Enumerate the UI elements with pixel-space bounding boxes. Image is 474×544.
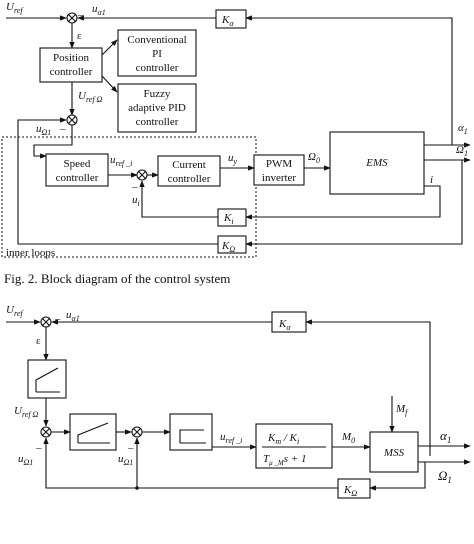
sum-cross-2 — [68, 116, 76, 124]
fuzzy-pid-line-3: controller — [136, 116, 179, 128]
pwm-inverter-line-1: PWM — [266, 158, 293, 170]
ems-label: EMS — [365, 157, 388, 169]
d2-tf-denominator: Tμ _Ms + 1 — [263, 453, 306, 467]
d2-minus-sign-3: _ — [127, 438, 134, 450]
k-omega-label: KΩ — [221, 240, 235, 254]
u-omega1-feedback-arrow — [17, 117, 218, 245]
d2-speed-controller-block — [69, 413, 117, 451]
d2-alpha-feedback-line — [305, 319, 431, 456]
i-feedback-line — [245, 185, 441, 220]
u-y-label: uy — [228, 152, 238, 166]
minus-sign-3: _ — [131, 177, 138, 189]
position-controller-line-2: controller — [50, 66, 93, 78]
current-controller-block — [157, 155, 221, 187]
i-label: i — [430, 174, 433, 186]
d2-current-controller-block — [169, 413, 213, 451]
d2-minus-sign-1: _ — [54, 309, 61, 321]
d2-transfer-function-block — [255, 423, 333, 469]
position-controller-line-1: Position — [53, 52, 90, 64]
d2-omega-feedback-line — [369, 462, 426, 491]
conventional-pi-line-1: Conventional — [127, 34, 186, 46]
d2-mss-label: MSS — [383, 447, 405, 459]
d2-epsilon-label: ε — [36, 335, 41, 347]
d2-mss-block — [369, 431, 419, 473]
d2-speed-feedback-line — [43, 437, 338, 489]
d2-k-alpha-label: Kα — [278, 318, 291, 332]
u-i-feedback-arrow — [139, 180, 218, 218]
d2-alpha1-label: α1 — [440, 428, 451, 445]
u-i-label: ui — [132, 194, 140, 208]
u-omega1-label: uΩ1 — [36, 123, 51, 137]
d2-minus-sign-2: _ — [35, 438, 42, 450]
sum-cross-1 — [68, 14, 76, 22]
minus-sign-2: _ — [59, 119, 66, 131]
k-alpha-label: Kα — [221, 14, 234, 28]
d2-u-ref-i-label: uref _i — [220, 431, 242, 445]
d2-m0-label: M0 — [341, 431, 355, 445]
d2-omega1-label: Ω1 — [438, 468, 452, 485]
omega1-label: Ω1 — [456, 144, 468, 158]
speed-controller-line-2: controller — [56, 172, 99, 184]
conventional-pi-block — [117, 29, 197, 77]
speed-controller-line-1: Speed — [64, 158, 91, 170]
u-ref-omega-label: Uref Ω — [78, 90, 103, 104]
diagram-2: Uref _ uα1 Kα ε Uref Ω _ uΩ1 _ uΩ1 — [6, 304, 471, 499]
current-controller-line-1: Current — [172, 159, 206, 171]
d2-sum-cross-3 — [133, 428, 141, 436]
d2-current-controller-curve — [179, 429, 204, 443]
alpha1-label: α1 — [458, 122, 468, 136]
alpha-feedback-line — [245, 15, 453, 145]
speed-controller-block — [45, 153, 109, 187]
diagram-1: Uref _ uα1 Kα ε Position controller Conv… — [1, 1, 471, 259]
to-speed-controller-arrow — [33, 125, 73, 159]
position-controller-block — [39, 47, 103, 83]
conventional-pi-line-3: controller — [136, 62, 179, 74]
fuzzy-pid-block — [117, 83, 197, 133]
inner-loops-frame — [1, 136, 257, 258]
u-alpha1-label: uα1 — [92, 3, 106, 17]
sum-cross-3 — [138, 171, 146, 179]
d2-position-controller-curve — [35, 367, 59, 392]
omega0-label: Ω0 — [308, 151, 320, 165]
current-controller-line-2: controller — [168, 173, 211, 185]
to-pi-arrow — [101, 39, 118, 56]
pwm-inverter-line-2: inverter — [262, 172, 297, 184]
d2-sum-cross-2 — [42, 428, 50, 436]
u-ref-i-label: uref _i — [110, 154, 132, 168]
d2-u-ref-omega-label: Uref Ω — [14, 405, 39, 419]
fuzzy-pid-line-2: adaptive PID — [128, 102, 186, 114]
d2-tf-numerator: Km / Ki — [267, 432, 299, 446]
inner-loops-label: inner loops — [6, 247, 55, 259]
k-i-label: Ki — [223, 212, 234, 226]
d2-speed-controller-curve — [77, 422, 109, 443]
pwm-inverter-block — [253, 154, 305, 186]
d2-u-omega1-mid-label: uΩ1 — [118, 453, 133, 467]
d2-u-ref-label: Uref — [6, 304, 24, 318]
d2-k-omega-label: KΩ — [343, 484, 357, 498]
figure-caption: Fig. 2. Block diagram of the control sys… — [4, 271, 230, 286]
omega-feedback-line — [245, 160, 463, 247]
fuzzy-pid-line-1: Fuzzy — [144, 88, 171, 100]
d2-u-omega1-left-label: uΩ1 — [18, 453, 33, 467]
u-ref-label: Uref — [6, 1, 24, 15]
d2-sum-cross-1 — [42, 318, 50, 326]
d2-mf-label: Mf — [395, 403, 409, 417]
d2-branch-dot — [135, 486, 139, 490]
minus-sign-1: _ — [77, 5, 84, 17]
conventional-pi-line-2: PI — [152, 48, 162, 60]
to-fuzzy-arrow — [101, 75, 118, 93]
epsilon-label: ε — [77, 30, 82, 42]
ems-block — [329, 131, 425, 195]
d2-u-alpha1-label: uα1 — [66, 309, 80, 323]
